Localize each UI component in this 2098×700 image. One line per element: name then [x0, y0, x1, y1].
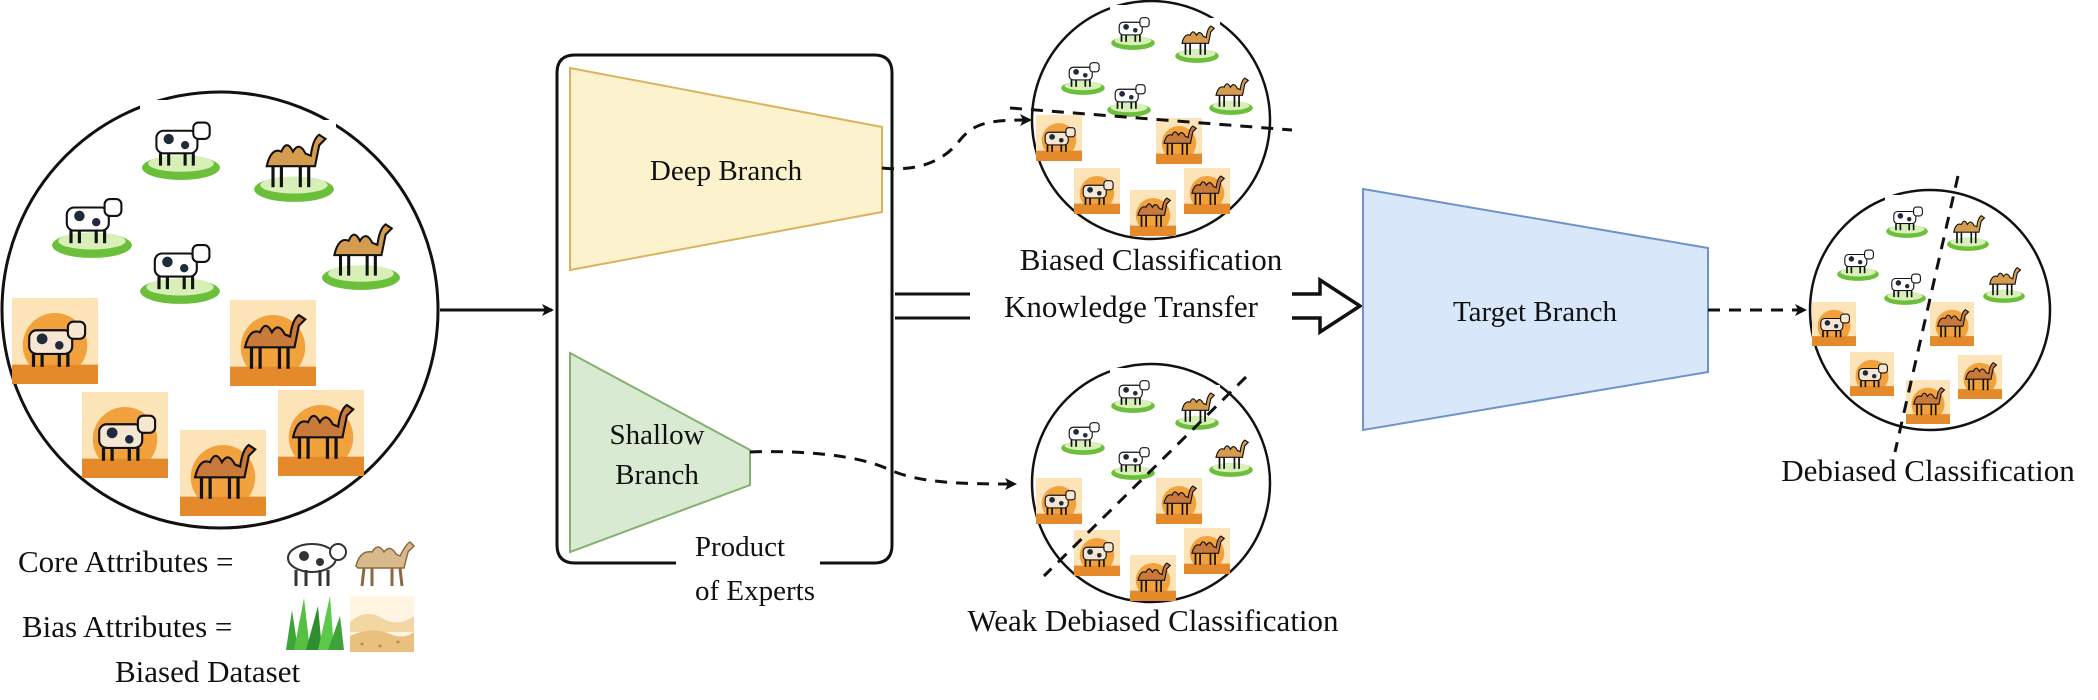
grass-icon [286, 596, 344, 650]
bias-attributes-legend: Bias Attributes = [22, 596, 414, 652]
camel-on-desert-tile [1156, 478, 1202, 524]
cow-on-grass-tile [138, 222, 222, 306]
camel-on-desert-tile [1184, 528, 1230, 574]
poe-caption-line1: Product [695, 531, 785, 563]
cow-on-grass-tile [1883, 262, 1927, 306]
deep-to-biased-arrow [881, 114, 1032, 171]
cow-on-desert-tile [1812, 302, 1856, 346]
cow-on-desert-tile [82, 392, 168, 478]
camel-on-grass-tile [320, 210, 402, 292]
shallow-branch-label-line1: Shallow [609, 419, 704, 451]
weak-decision-boundary [1042, 375, 1248, 578]
camel-on-desert-tile [1156, 118, 1202, 164]
camel-on-desert-tile [1906, 380, 1950, 424]
camel-on-grass-tile [1946, 208, 1990, 252]
shallow-branch-shape [569, 351, 751, 554]
camel-on-desert-tile [1930, 302, 1974, 346]
cow-on-grass-tile [1106, 72, 1152, 118]
camel-icon [355, 541, 416, 587]
camel-on-desert-tile [230, 300, 316, 386]
cow-on-grass-tile [1060, 410, 1106, 456]
debiased-classification-caption: Debiased Classification [1781, 453, 2075, 488]
cow-on-desert-tile [1074, 168, 1120, 214]
debiased-decision-boundary [1893, 175, 1960, 453]
biased-classification-caption: Biased Classification [1020, 242, 1283, 277]
bias-attributes-label: Bias Attributes = [22, 609, 232, 644]
camel-on-grass-tile [252, 120, 336, 204]
cow-icon [287, 543, 347, 586]
camel-on-grass-tile [1208, 70, 1254, 116]
biased-decision-boundary [1009, 106, 1293, 132]
cow-on-grass-tile [1836, 238, 1880, 282]
cow-on-grass-tile [1060, 50, 1106, 96]
biased-dataset-caption: Biased Dataset [115, 654, 300, 689]
target-branch-shape [1362, 187, 1709, 432]
weak-debiased-classification-items [1036, 368, 1254, 601]
camel-on-grass-tile [1208, 432, 1254, 478]
camel-on-grass-tile [1982, 260, 2026, 304]
knowledge-transfer-arrow [895, 276, 1364, 336]
desert-icon [350, 596, 414, 652]
camel-on-desert-tile [278, 390, 364, 476]
debiased-classification-items [1812, 195, 2026, 424]
core-attributes-label: Core Attributes = [18, 544, 234, 579]
cow-on-grass-tile [1885, 195, 1929, 239]
poe-box [555, 53, 894, 565]
cow-on-desert-tile [12, 298, 98, 384]
deep-branch-label: Deep Branch [650, 155, 803, 187]
cow-on-desert-tile [1036, 478, 1082, 524]
cow-on-grass-tile [1110, 368, 1156, 414]
shallow-branch-label-line2: Branch [615, 459, 699, 491]
cow-on-desert-tile [1850, 352, 1894, 396]
shallow-to-weak-arrow [749, 450, 1017, 490]
camel-on-desert-tile [1130, 555, 1176, 601]
camel-on-grass-tile [1174, 18, 1220, 64]
cow-on-desert-tile [1036, 115, 1082, 161]
target-branch-label: Target Branch [1453, 296, 1618, 328]
camel-on-desert-tile [180, 430, 266, 516]
camel-on-desert-tile [1958, 355, 2002, 399]
deep-branch-shape [569, 66, 883, 272]
camel-on-desert-tile [1130, 190, 1176, 236]
cow-on-grass-tile [140, 100, 222, 182]
dataset-items [12, 100, 402, 516]
weak-debiased-classification-caption: Weak Debiased Classification [967, 603, 1339, 638]
core-attributes-legend: Core Attributes = [18, 541, 416, 587]
cow-on-desert-tile [1074, 530, 1120, 576]
biased-classification-items [1036, 5, 1254, 236]
poe-caption-line2: of Experts [695, 575, 815, 607]
camel-on-desert-tile [1184, 168, 1230, 214]
cow-on-grass-tile [50, 176, 134, 260]
knowledge-transfer-label: Knowledge Transfer [1004, 289, 1259, 324]
cow-on-grass-tile [1110, 5, 1156, 51]
